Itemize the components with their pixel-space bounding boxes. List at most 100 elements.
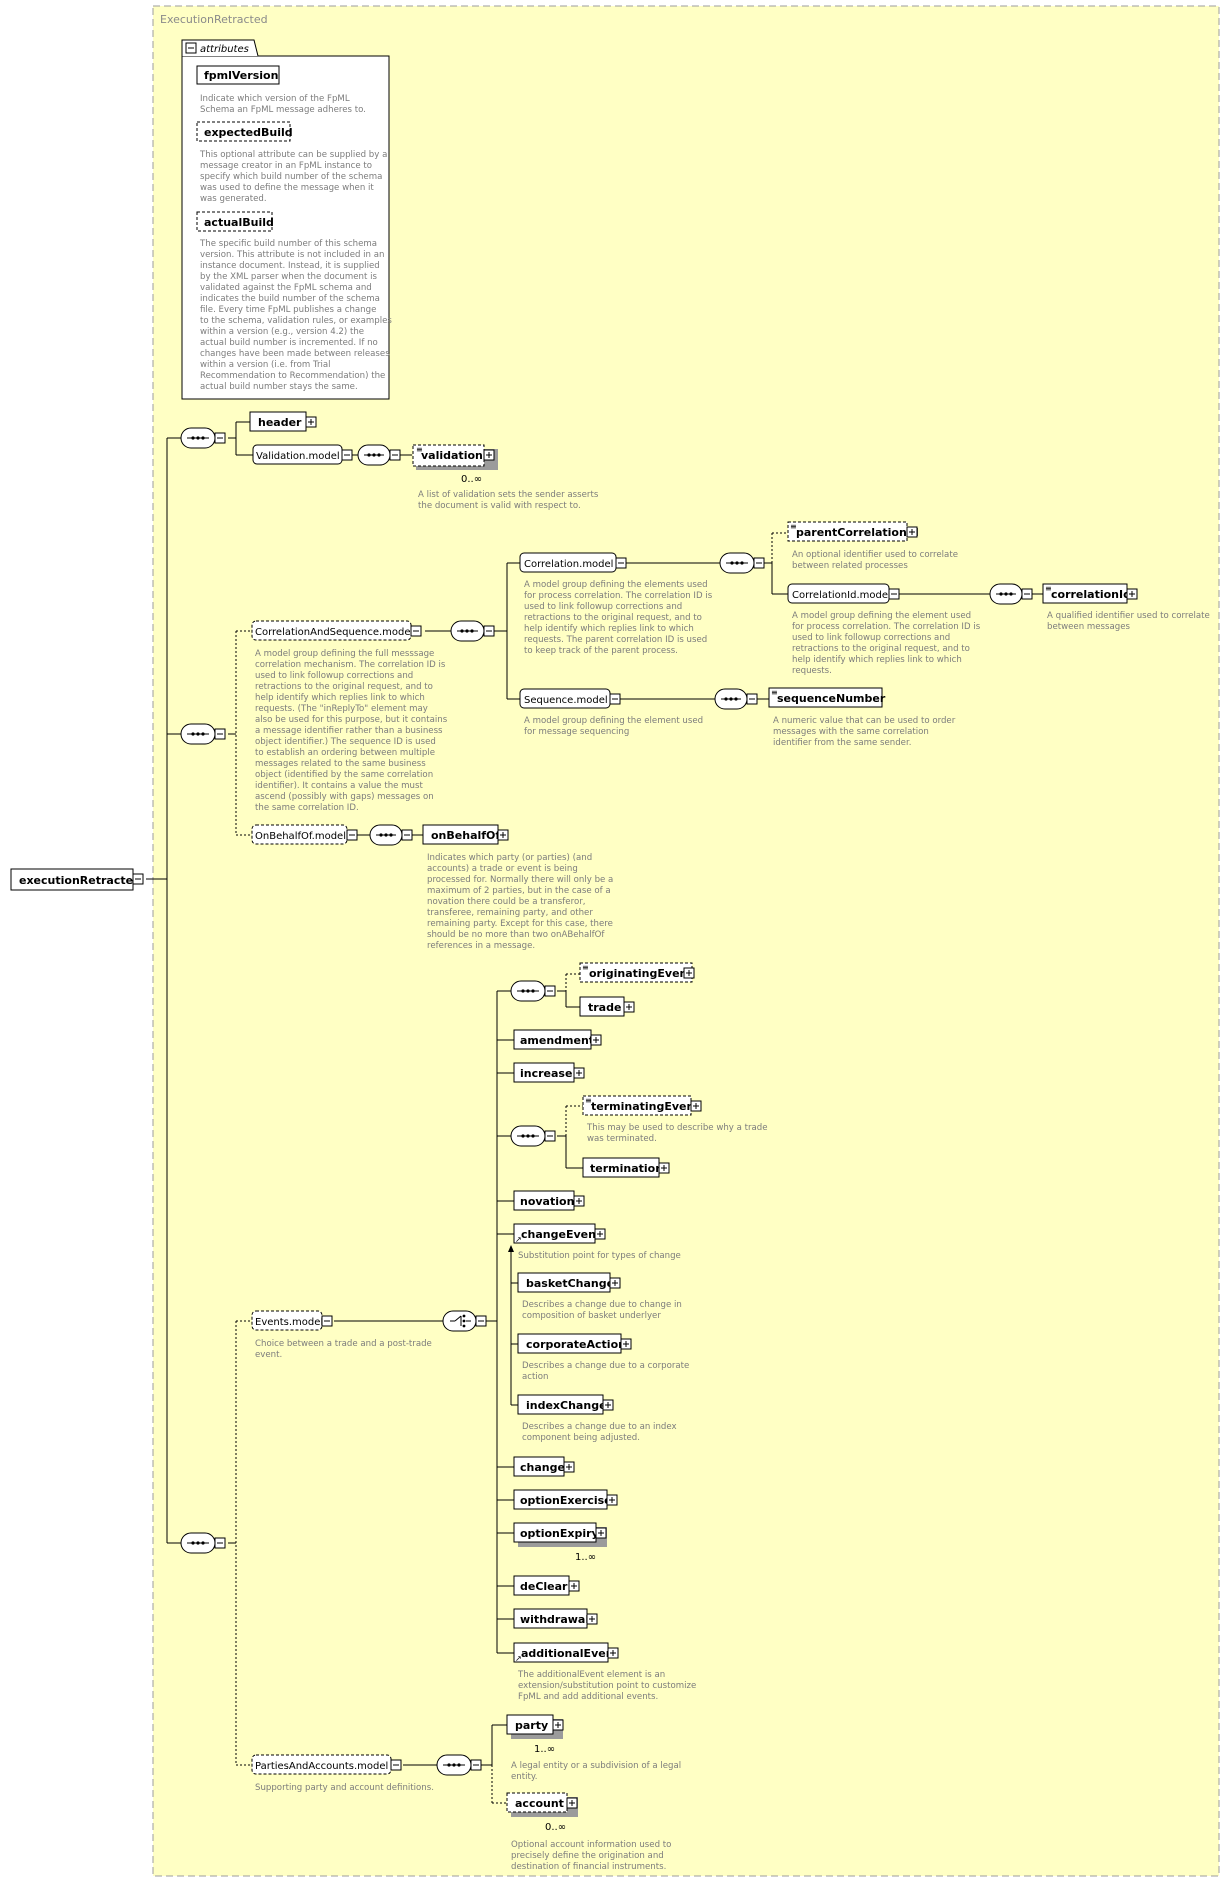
- group-events-model[interactable]: Events.model: [251, 1310, 333, 1331]
- expand-icon[interactable]: [566, 1797, 578, 1809]
- element-terminating-event[interactable]: ≡ terminatingEvent: [582, 1095, 702, 1116]
- element-novation[interactable]: novation: [513, 1190, 585, 1211]
- expand-icon[interactable]: [607, 1647, 619, 1659]
- expand-icon[interactable]: [690, 1100, 702, 1112]
- attr-fpmlversion-box[interactable]: [196, 65, 280, 85]
- element-validation[interactable]: ≡ validation 0..∞: [412, 444, 498, 485]
- expand-icon[interactable]: [683, 967, 695, 979]
- collapse-icon[interactable]: [410, 625, 422, 637]
- element-header[interactable]: header: [249, 411, 317, 432]
- expand-icon[interactable]: [305, 416, 317, 428]
- sequence-icon[interactable]: [989, 583, 1033, 605]
- party-desc: A legal entity or a subdivision of a leg…: [511, 1761, 684, 1782]
- correlation-model-desc: A model group defining the elements used…: [524, 580, 715, 656]
- sequence-icon[interactable]: [369, 824, 413, 846]
- collapse-icon[interactable]: [615, 557, 627, 569]
- expand-icon[interactable]: [620, 1338, 632, 1350]
- sequence-icon[interactable]: [357, 444, 401, 466]
- expand-icon[interactable]: [623, 1001, 635, 1013]
- collapse-icon[interactable]: [132, 873, 144, 885]
- expand-icon[interactable]: [586, 1613, 598, 1625]
- element-correlation-id[interactable]: ≡ correlationId: [1042, 583, 1138, 604]
- sequence-icon[interactable]: [510, 980, 556, 1002]
- index-change-desc: Describes a change due to an index compo…: [522, 1422, 679, 1443]
- expand-icon[interactable]: [595, 1527, 607, 1539]
- group-correlation-and-sequence-model[interactable]: CorrelationAndSequence.model: [251, 620, 422, 641]
- element-amendment[interactable]: amendment: [513, 1029, 602, 1050]
- element-index-change-name: indexChange: [526, 1399, 607, 1412]
- element-index-change[interactable]: indexChange: [517, 1394, 614, 1415]
- collapse-icon[interactable]: [609, 693, 621, 705]
- element-withdrawal[interactable]: withdrawal: [513, 1608, 598, 1629]
- element-originating-event[interactable]: ≡ originatingEvent: [579, 962, 695, 983]
- element-trade[interactable]: trade: [579, 996, 635, 1017]
- element-account[interactable]: account 0..∞: [506, 1792, 578, 1833]
- group-sequence-model[interactable]: Sequence.model: [519, 688, 621, 709]
- expand-icon[interactable]: [483, 449, 495, 461]
- expand-icon[interactable]: [1126, 588, 1138, 600]
- element-trade-name: trade: [588, 1001, 621, 1014]
- attr-actualbuild-box[interactable]: [196, 211, 273, 232]
- element-on-behalf-of[interactable]: onBehalfOf: [422, 824, 509, 845]
- element-option-expiry-name: optionExpiry: [520, 1527, 599, 1540]
- expand-icon[interactable]: [563, 1461, 575, 1473]
- collapse-icon[interactable]: [390, 1759, 402, 1771]
- expand-icon[interactable]: [606, 1494, 618, 1506]
- expand-icon[interactable]: [573, 1067, 585, 1079]
- collapse-icon[interactable]: [346, 829, 358, 841]
- correlation-id-model-desc: A model group defining the element used …: [792, 611, 983, 676]
- group-parties-and-accounts-model[interactable]: PartiesAndAccounts.model: [251, 1754, 402, 1775]
- element-basket-change[interactable]: basketChange: [517, 1272, 621, 1293]
- expand-icon[interactable]: [590, 1034, 602, 1046]
- element-increase[interactable]: increase: [513, 1062, 585, 1083]
- element-corporate-action[interactable]: corporateAction: [517, 1333, 632, 1354]
- expand-icon[interactable]: [497, 829, 509, 841]
- element-party[interactable]: party 1..∞: [506, 1714, 564, 1755]
- collapse-icon[interactable]: [321, 1315, 333, 1327]
- svg-text:↗: ↗: [515, 1654, 522, 1663]
- expand-icon[interactable]: [658, 1162, 670, 1174]
- events-model-desc: Choice between a trade and a post-trade …: [255, 1339, 435, 1360]
- element-de-clear[interactable]: deClear: [513, 1575, 580, 1596]
- group-events-model-name: Events.model: [255, 1317, 323, 1328]
- group-validation-model[interactable]: Validation.model: [252, 444, 353, 465]
- sequence-icon[interactable]: [719, 552, 765, 574]
- svg-text:≡: ≡: [771, 688, 778, 697]
- sequence-icon[interactable]: [436, 1754, 482, 1776]
- element-option-exercise[interactable]: optionExercise: [513, 1489, 618, 1510]
- element-option-expiry[interactable]: optionExpiry 1..∞: [513, 1522, 607, 1563]
- sequence-icon[interactable]: [510, 1125, 556, 1147]
- correlation-and-sequence-desc: A model group defining the full messsage…: [255, 649, 450, 813]
- expand-icon[interactable]: [568, 1580, 580, 1592]
- expand-icon[interactable]: [552, 1719, 564, 1731]
- expand-icon[interactable]: [594, 1228, 606, 1240]
- expand-icon[interactable]: [906, 526, 918, 538]
- expand-icon[interactable]: [602, 1399, 614, 1411]
- choice-icon[interactable]: [442, 1310, 487, 1332]
- element-novation-name: novation: [520, 1195, 574, 1208]
- sequence-icon[interactable]: [180, 723, 226, 745]
- group-on-behalf-of-model[interactable]: OnBehalfOf.model: [251, 824, 358, 845]
- sequence-icon[interactable]: [180, 427, 226, 449]
- element-sequence-number[interactable]: ≡ sequenceNumber: [768, 687, 886, 708]
- element-change[interactable]: change: [513, 1456, 575, 1477]
- expand-icon[interactable]: [609, 1277, 621, 1289]
- sequence-icon[interactable]: [450, 620, 495, 642]
- element-change-event[interactable]: ↗ changeEvent: [513, 1223, 606, 1244]
- element-correlation-id-name: correlationId: [1051, 588, 1131, 601]
- root-element[interactable]: executionRetracted: [10, 868, 144, 891]
- element-amendment-name: amendment: [520, 1034, 594, 1047]
- expand-icon[interactable]: [573, 1195, 585, 1207]
- group-correlation-id-model[interactable]: CorrelationId.model: [787, 583, 900, 604]
- collapse-icon[interactable]: [341, 449, 353, 461]
- element-parent-correlation-id[interactable]: ≡ parentCorrelationId: [787, 521, 919, 542]
- party-cardinality: 1..∞: [534, 1744, 555, 1755]
- attr-expectedbuild-box[interactable]: [196, 121, 291, 142]
- group-correlation-model[interactable]: Correlation.model: [519, 552, 627, 573]
- attributes-header: attributes: [200, 44, 249, 55]
- element-additional-event[interactable]: ↗ additionalEvent: [513, 1642, 619, 1663]
- sequence-icon[interactable]: [180, 1532, 226, 1554]
- collapse-icon[interactable]: [888, 588, 900, 600]
- sequence-icon[interactable]: [714, 688, 758, 710]
- element-termination[interactable]: termination: [582, 1157, 670, 1178]
